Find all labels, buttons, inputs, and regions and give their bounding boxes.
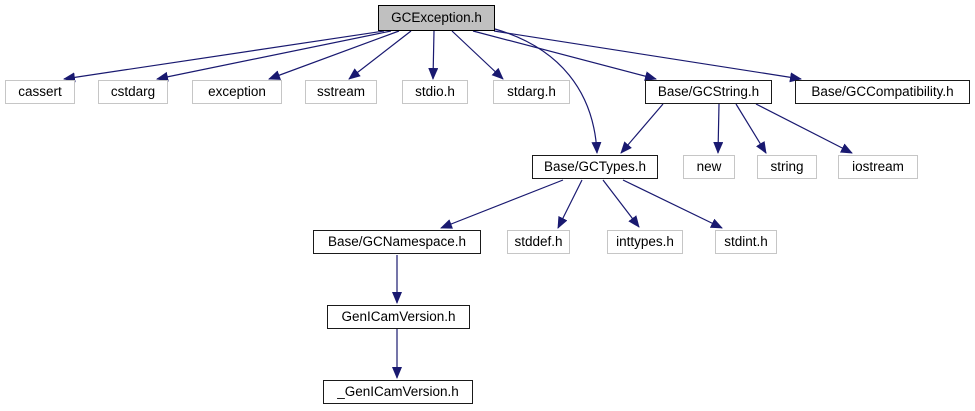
node-iostream: iostream — [838, 155, 918, 179]
edge-gcexception-h-to-base-gctypes-h — [494, 28, 602, 154]
edge-base-gctypes-h-to-stdint-h — [622, 179, 723, 229]
node-base-gccompatibility-h[interactable]: Base/GCCompatibility.h — [795, 80, 970, 104]
node-stdio-h: stdio.h — [402, 80, 468, 104]
node-sstream: sstream — [305, 80, 377, 104]
node-stdarg-h: stdarg.h — [493, 80, 570, 104]
node-genicamversion-h[interactable]: GenICamVersion.h — [327, 305, 470, 329]
node-string: string — [757, 155, 817, 179]
node-cassert: cassert — [5, 80, 75, 104]
edge-base-gctypes-h-to-base-gcnamespace-h — [440, 179, 564, 229]
node-inttypes-h: inttypes.h — [607, 230, 683, 254]
edge-base-gcstring-h-to-string — [735, 103, 767, 154]
edge-base-gcstring-h-to-new — [713, 103, 724, 154]
node-new: new — [683, 155, 735, 179]
node-exception: exception — [192, 80, 282, 104]
edge-base-gctypes-h-to-stddef-h — [557, 179, 583, 229]
node-stddef-h: stddef.h — [507, 230, 570, 254]
edge-gcexception-h-to-exception — [268, 30, 400, 80]
edge-gcexception-h-to-sstream — [348, 30, 412, 80]
node-underscore-genicamversion-h[interactable]: _GenICamVersion.h — [323, 380, 473, 404]
edge-base-gcstring-h-to-iostream — [755, 103, 853, 154]
node-cstdarg: cstdarg — [98, 80, 168, 104]
edge-base-gctypes-h-to-inttypes-h — [602, 179, 640, 228]
edge-gcexception-h-to-cassert — [63, 30, 385, 83]
node-stdint-h: stdint.h — [715, 230, 777, 254]
node-base-gcstring-h[interactable]: Base/GCString.h — [645, 80, 772, 104]
edge-base-gcstring-h-to-base-gctypes-h — [620, 103, 664, 154]
node-gcexception-h: GCException.h — [378, 5, 495, 31]
edge-gcexception-h-to-base-gcstring-h — [472, 30, 657, 82]
edge-gcexception-h-to-stdarg-h — [451, 30, 504, 80]
node-base-gcnamespace-h[interactable]: Base/GCNamespace.h — [313, 230, 481, 254]
node-base-gctypes-h[interactable]: Base/GCTypes.h — [532, 155, 658, 179]
edge-gcexception-h-to-stdio-h — [428, 30, 439, 80]
edge-gcexception-h-to-base-gccompatibility-h — [493, 30, 802, 83]
edge-gcexception-h-to-cstdarg — [156, 30, 392, 82]
